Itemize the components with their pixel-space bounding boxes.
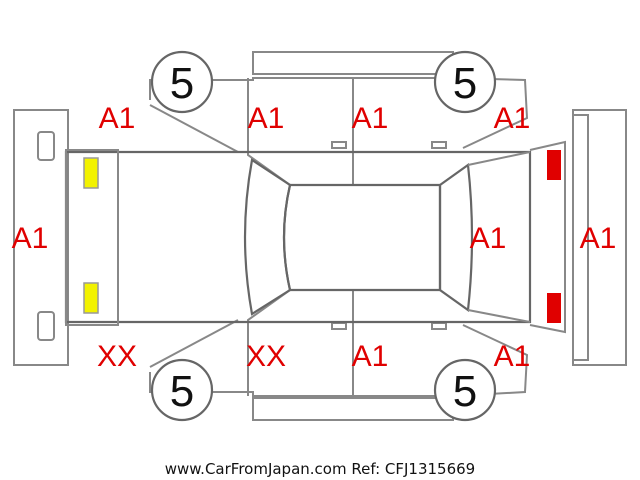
tire-grade-front-left: 5 (170, 59, 194, 108)
code-front-bumper: A1 (12, 222, 49, 255)
headlight-bottom (83, 282, 99, 314)
code-rear-left-quarter: A1 (494, 102, 531, 135)
taillight-bottom (547, 293, 561, 323)
tire-grade-rear-right: 5 (453, 367, 477, 416)
code-front-right-door: XX (246, 340, 286, 373)
headlight-top (83, 157, 99, 189)
code-front-left-door: A1 (248, 102, 285, 135)
tire-front-right: 5 (150, 358, 214, 422)
code-trunk-lid: A1 (470, 222, 507, 255)
tire-rear-left: 5 (433, 50, 497, 114)
rear-bumper-outline (572, 109, 627, 366)
code-rear-left-door: A1 (352, 102, 389, 135)
taillight-top (547, 150, 561, 180)
code-front-right-fender: XX (97, 340, 137, 373)
tire-grade-front-right: 5 (170, 367, 194, 416)
code-front-left-fender: A1 (99, 102, 136, 135)
code-rear-right-door: A1 (352, 340, 389, 373)
front-bumper-outline (13, 109, 69, 366)
footer-reference: www.CarFromJapan.com Ref: CFJ1315669 (165, 460, 475, 478)
tire-front-left: 5 (150, 50, 214, 114)
tire-rear-right: 5 (433, 358, 497, 422)
code-rear-right-quarter: A1 (494, 340, 531, 373)
code-rear-bumper: A1 (580, 222, 617, 255)
tire-grade-rear-left: 5 (453, 59, 477, 108)
car-body-topview (64, 140, 566, 334)
